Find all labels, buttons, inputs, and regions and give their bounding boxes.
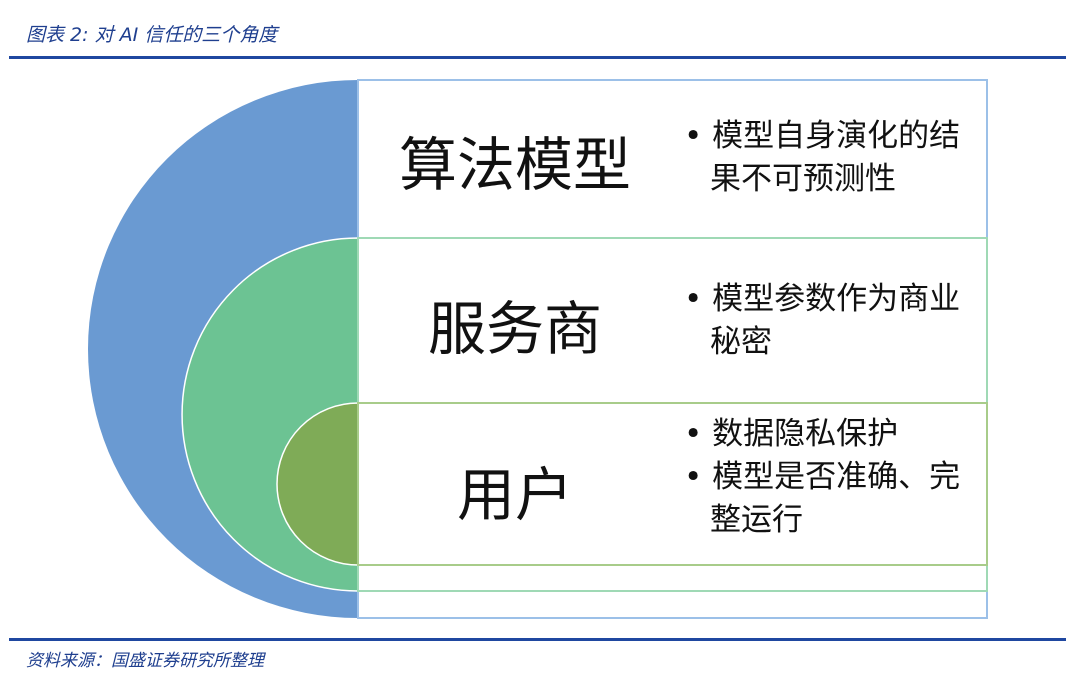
heading-algorithm-model: 算法模型 bbox=[398, 131, 631, 199]
source-note: 资料来源：国盛证券研究所整理 bbox=[26, 651, 264, 671]
bullets-algorithm-model: 模型自身演化的结果不可预测性 bbox=[684, 115, 974, 201]
bullets-service-provider: 模型参数作为商业秘密 bbox=[684, 278, 974, 364]
bullet-item: 模型参数作为商业秘密 bbox=[684, 278, 974, 364]
bottom-divider bbox=[9, 638, 1066, 641]
heading-user: 用户 bbox=[456, 461, 573, 529]
bullet-item: 模型是否准确、完整运行 bbox=[684, 456, 974, 542]
heading-service-provider: 服务商 bbox=[427, 295, 602, 363]
figure-title: 图表 2: 对 AI 信任的三个角度 bbox=[26, 24, 278, 46]
bullet-item: 模型自身演化的结果不可预测性 bbox=[684, 115, 974, 201]
bullets-user: 数据隐私保护 模型是否准确、完整运行 bbox=[684, 413, 974, 542]
bullet-item: 数据隐私保护 bbox=[684, 413, 974, 456]
inner-arc-user bbox=[276, 402, 359, 566]
top-divider bbox=[9, 56, 1066, 59]
